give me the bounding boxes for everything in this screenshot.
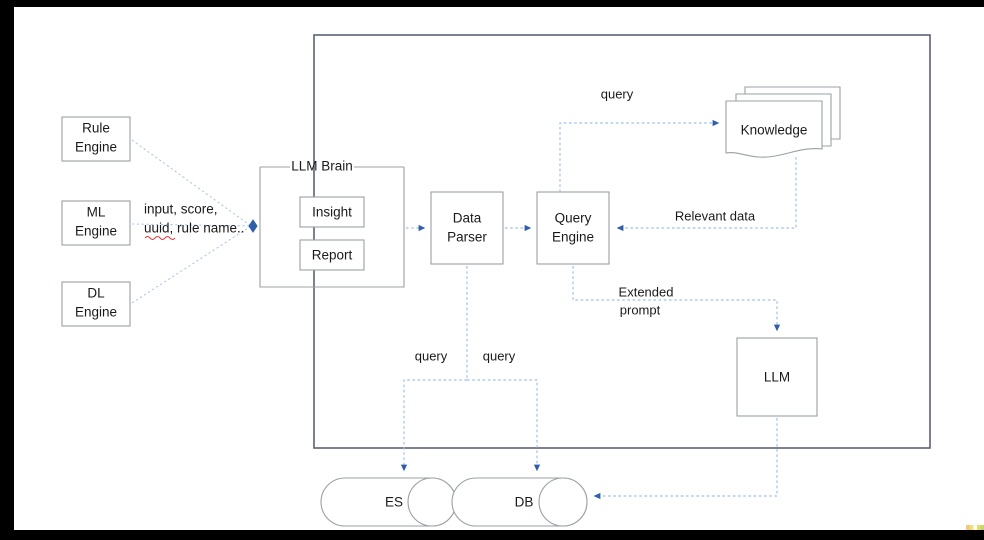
query-engine-label-line2: Engine (552, 230, 594, 245)
color-fringe-artifact (966, 525, 984, 530)
node-query-engine[interactable]: Query Engine (536, 191, 610, 265)
db-label: DB (515, 495, 534, 510)
dl-engine-box[interactable] (61, 281, 131, 327)
insight-label: Insight (312, 205, 352, 220)
rule-engine-box[interactable] (61, 116, 131, 162)
edge-llm-to-db (593, 418, 778, 500)
edge-query-engine-to-knowledge (559, 119, 720, 192)
rule-engine-label-line2: Engine (75, 140, 117, 155)
edge-rule-engine-to-brain (131, 139, 252, 227)
llm-box[interactable] (736, 337, 818, 417)
edge-label-extended-prompt-line2: prompt (620, 302, 661, 317)
data-parser-label-line2: Parser (447, 230, 487, 245)
node-llm-brain-group[interactable]: LLM Brain Insight Report (259, 159, 405, 288)
edge-label-query-to-knowledge: query (601, 86, 634, 101)
node-knowledge[interactable]: Knowledge (725, 86, 841, 158)
spellcheck-underline-icon (144, 236, 176, 240)
edge-label-query-to-es: query (415, 348, 448, 363)
dl-engine-label-line2: Engine (75, 305, 117, 320)
insight-box[interactable] (299, 196, 365, 228)
edge-query-engine-to-llm (572, 266, 781, 332)
node-dl-engine[interactable]: DL Engine (61, 281, 131, 327)
query-engine-box[interactable] (536, 191, 610, 265)
query-engine-label-line1: Query (555, 211, 592, 226)
es-cylinder-cap (407, 477, 457, 527)
data-parser-box[interactable] (430, 191, 504, 265)
es-label: ES (385, 495, 403, 510)
report-label: Report (312, 248, 353, 263)
ml-engine-box[interactable] (61, 200, 131, 246)
edge-convergence-diamond (248, 219, 258, 233)
ml-engine-label-line2: Engine (75, 224, 117, 239)
edge-label-relevant-data: Relevant data (675, 208, 756, 223)
architecture-diagram: Rule Engine ML Engine DL Engine input, s… (61, 34, 931, 527)
node-ml-engine[interactable]: ML Engine (61, 200, 131, 246)
ml-engine-label-line1: ML (87, 205, 106, 220)
llm-label: LLM (764, 370, 790, 385)
knowledge-sheet-front[interactable] (725, 100, 823, 158)
node-rule-engine[interactable]: Rule Engine (61, 116, 131, 162)
edge-data-parser-to-db (467, 379, 541, 472)
node-llm[interactable]: LLM (736, 337, 818, 417)
data-parser-label-line1: Data (453, 211, 482, 226)
node-data-parser[interactable]: Data Parser (430, 191, 504, 265)
edge-label-engines-to-brain-line2: uuid, rule name.. (144, 221, 245, 236)
llm-brain-group-border (259, 166, 405, 288)
node-es[interactable]: ES (320, 477, 457, 527)
edge-label-extended-prompt-line1: Extended (619, 284, 674, 299)
node-db[interactable]: DB (451, 477, 588, 527)
rule-engine-label-line1: Rule (82, 121, 110, 136)
edge-data-parser-to-es (400, 379, 467, 472)
slide-page: Rule Engine ML Engine DL Engine input, s… (14, 7, 984, 530)
llm-brain-group-label: LLM Brain (291, 159, 353, 174)
dl-engine-label-line1: DL (87, 286, 105, 301)
report-box[interactable] (299, 239, 365, 271)
knowledge-label: Knowledge (741, 123, 808, 138)
edge-label-query-to-db: query (483, 348, 516, 363)
edge-label-engines-to-brain-line1: input, score, (144, 202, 218, 217)
edge-ml-engine-to-brain (131, 223, 252, 227)
db-cylinder-cap (538, 477, 588, 527)
